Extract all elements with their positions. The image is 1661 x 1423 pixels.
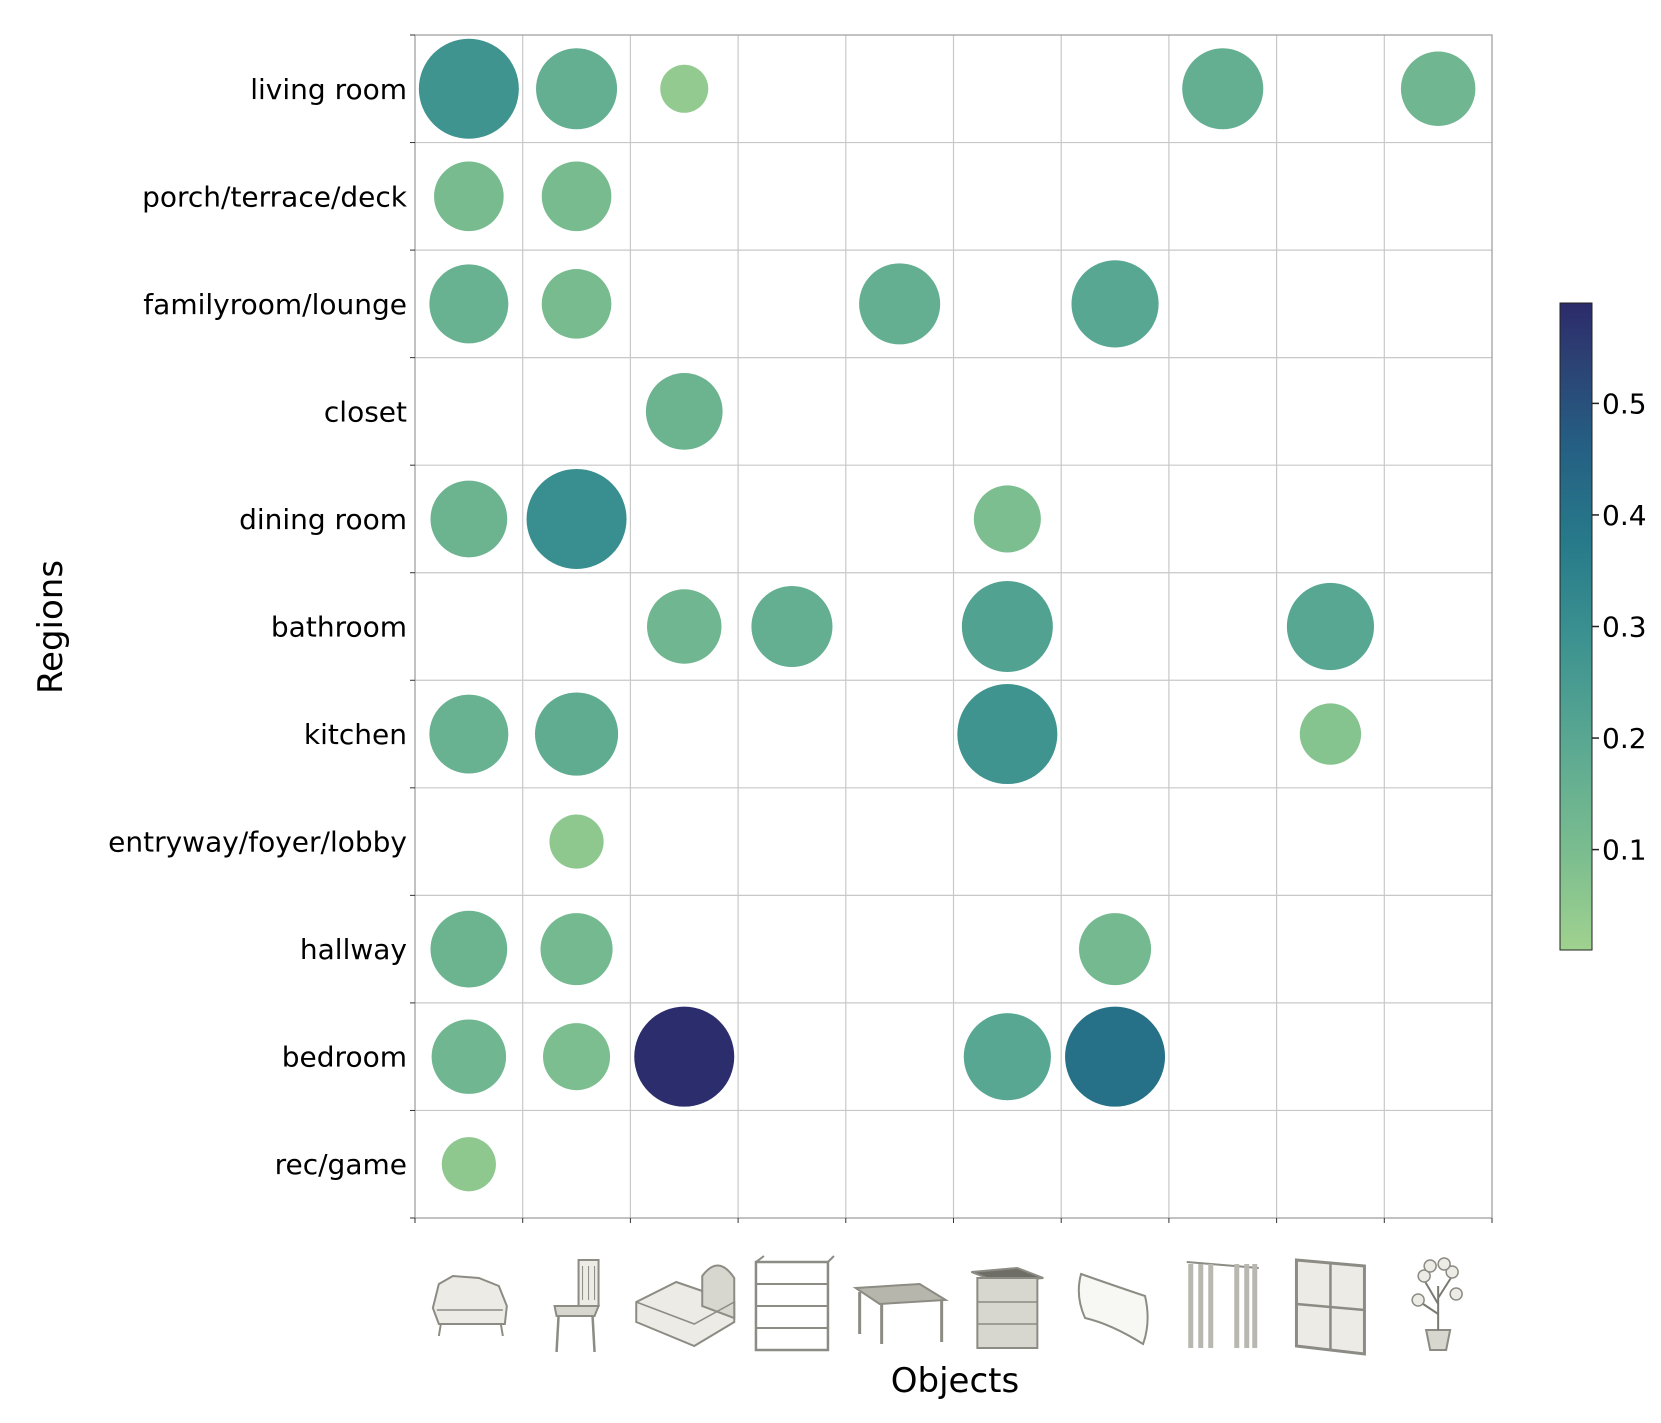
bubble-nightstand: [957, 684, 1058, 785]
bubble-sofa: [418, 38, 519, 139]
row-label: rec/game: [275, 1148, 407, 1181]
bubble-bed: [634, 1006, 735, 1107]
colorbar-tick-label: 0.1: [1602, 834, 1647, 867]
chair-icon: [553, 1259, 601, 1353]
bubble-bed: [660, 64, 709, 113]
colorbar-tick-label: 0.3: [1602, 611, 1647, 644]
bubble-chair: [549, 814, 604, 869]
colorbar-tick-label: 0.5: [1602, 387, 1647, 420]
bubble-bed: [647, 589, 722, 664]
row-label: living room: [250, 73, 407, 106]
shelving-icon: [754, 1255, 835, 1352]
colorbar-ticks: 0.1 0.2 0.3 0.4 0.5: [1592, 387, 1647, 867]
bubble-nightstand: [973, 485, 1041, 553]
row-label: familyroom/lounge: [143, 288, 407, 321]
pillow-icon: [1077, 1272, 1149, 1346]
bubble-window: [1299, 703, 1362, 765]
row-label: porch/terrace/deck: [142, 180, 408, 213]
bubble-chair: [536, 48, 618, 130]
colorbar-tick-label: 0.4: [1602, 499, 1647, 532]
bubble-sofa: [434, 161, 504, 232]
bubble-chair: [543, 1023, 611, 1091]
bubbles: [418, 38, 1476, 1192]
bubble-shelving: [751, 585, 833, 668]
bubble-sofa: [441, 1137, 496, 1192]
bubble-sofa: [429, 694, 509, 774]
row-label: hallway: [300, 933, 407, 966]
colorbar-gradient: [1559, 302, 1593, 951]
window-icon: [1294, 1258, 1366, 1356]
row-label: bathroom: [271, 611, 407, 644]
bubble-plant: [1400, 51, 1476, 127]
bubble-sofa: [429, 264, 509, 344]
bubble-nightstand: [961, 581, 1053, 672]
bubble-sofa: [430, 480, 508, 558]
row-label: bedroom: [282, 1041, 407, 1074]
bubble-chair: [541, 161, 612, 232]
bubble-pillow: [1079, 913, 1152, 986]
bed-icon: [635, 1264, 736, 1348]
bubble-chair: [534, 692, 619, 776]
curtain-icon: [1186, 1261, 1259, 1348]
bubble-pillow: [1065, 1006, 1166, 1107]
colorbar: 0.1 0.2 0.3 0.4 0.5: [1559, 302, 1647, 951]
row-label: entryway/foyer/lobby: [108, 826, 407, 859]
table-icon: [852, 1282, 949, 1344]
bubble-bed: [645, 373, 723, 450]
x-axis-label: Objects: [891, 1361, 1019, 1401]
bubble-chair: [541, 269, 612, 339]
bubble-chair: [540, 913, 613, 986]
grid-lines: [410, 34, 1493, 1223]
row-label: dining room: [239, 503, 407, 536]
bubble-pillow: [1071, 260, 1159, 348]
colorbar-tick-label: 0.2: [1602, 722, 1647, 755]
bubble-sofa: [430, 910, 508, 988]
row-labels: living room porch/terrace/deck familyroom/…: [108, 73, 408, 1181]
object-icons: [431, 1255, 1463, 1356]
sofa-icon: [431, 1274, 508, 1337]
plant-icon: [1411, 1257, 1463, 1351]
row-label: closet: [324, 395, 407, 428]
bubble-table: [859, 263, 941, 345]
row-label: kitchen: [304, 718, 407, 751]
bubble-chair: [526, 468, 627, 569]
bubble-window: [1286, 582, 1375, 671]
nightstand-icon: [970, 1266, 1044, 1349]
bubble-curtain: [1182, 48, 1264, 130]
bubble-nightstand: [963, 1013, 1051, 1101]
y-axis-label: Regions: [31, 560, 71, 694]
bubble-sofa: [431, 1019, 507, 1094]
